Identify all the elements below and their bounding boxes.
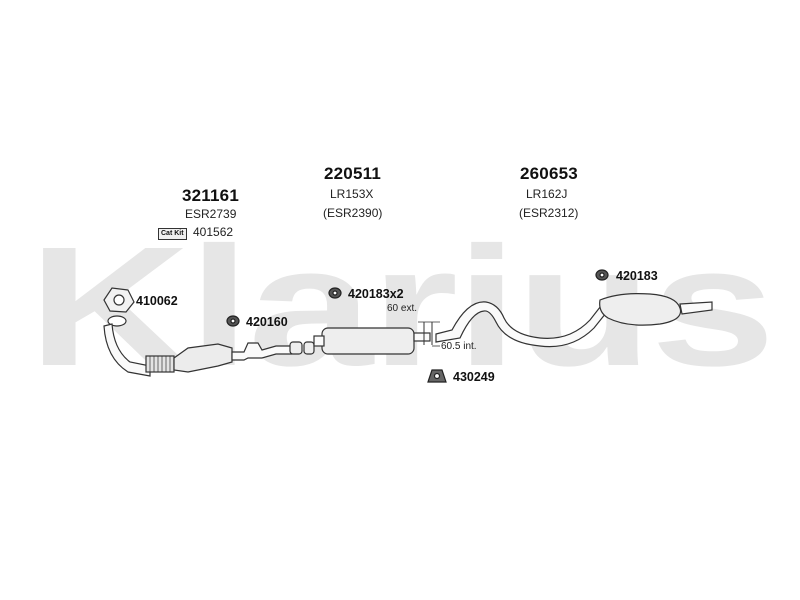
centre-silencer	[321, 327, 415, 355]
pipe-sleeve-2	[303, 341, 315, 355]
part-420160: 420160	[246, 315, 288, 329]
part-420183: 420183	[616, 269, 658, 283]
group-alt-esr2390: (ESR2390)	[323, 206, 383, 220]
flange-gasket-icon	[103, 287, 135, 313]
clamp-icon-3	[595, 269, 609, 281]
group-number-220511: 220511	[324, 164, 381, 183]
part-420183x2: 420183x2	[348, 287, 404, 301]
dimension-int: 60.5 int.	[441, 341, 477, 352]
catkit-number: 401562	[193, 225, 234, 239]
group-number-260653: 260653	[520, 164, 578, 183]
group-alt-esr2312: (ESR2312)	[519, 206, 579, 220]
group-code-esr2739: ESR2739	[185, 207, 237, 221]
group-code-lr162j: LR162J	[526, 187, 568, 201]
dimension-ext: 60 ext.	[387, 303, 418, 314]
front-downpipe	[103, 323, 151, 377]
exhaust-system	[103, 293, 713, 377]
rubber-mount-icon	[427, 369, 447, 383]
dimension-lines	[418, 321, 440, 347]
pipe-sleeve	[289, 341, 303, 355]
catkit-badge: Cat Kit	[158, 228, 187, 240]
group-number-321161: 321161	[182, 186, 239, 205]
clamp-icon-2	[328, 287, 342, 299]
clamp-icon	[226, 315, 240, 327]
part-410062: 410062	[136, 294, 178, 308]
catalytic-converter	[173, 343, 233, 373]
rear-silencer	[599, 293, 682, 326]
tailpipe	[679, 301, 713, 315]
group-code-lr153x: LR153X	[330, 187, 374, 201]
part-430249: 430249	[453, 370, 495, 384]
